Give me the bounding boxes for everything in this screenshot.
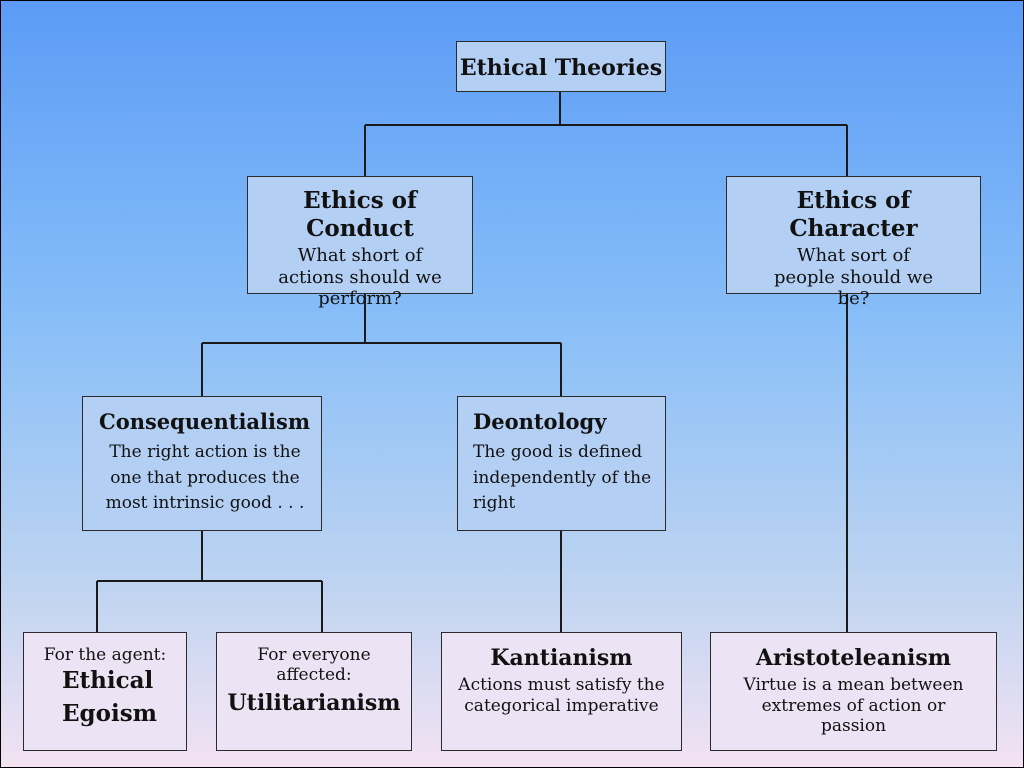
ethics-of-conduct-title: Ethics of Conduct <box>303 187 417 242</box>
connector-root <box>364 92 848 176</box>
deontology-node: Deontology The good is defined independe… <box>457 396 666 531</box>
ethics-of-character-node: Ethics of Character What sort of people … <box>726 176 981 309</box>
aristoteleanism-desc: Virtue is a mean between extremes of act… <box>743 675 964 737</box>
ethics-of-conduct-desc: What short of actions should we perform? <box>278 245 442 310</box>
aristoteleanism-title: Aristoteleanism <box>755 645 952 671</box>
root-title: Ethical Theories <box>459 55 663 81</box>
kantianism-node: Kantianism Actions must satisfy the cate… <box>441 632 682 751</box>
ethics-of-character-title: Ethics of Character <box>789 187 918 242</box>
utilitarianism-title: Utilitarianism <box>227 689 401 716</box>
utilitarianism-node: For everyone affected: Utilitarianism <box>216 632 412 751</box>
consequentialism-desc: The right action is the one that produce… <box>105 442 305 514</box>
root-node: Ethical Theories <box>456 41 666 92</box>
deontology-desc: The good is defined independently of the… <box>473 442 652 514</box>
consequentialism-title: Consequentialism <box>99 409 311 434</box>
consequentialism-node: Consequentialism The right action is the… <box>82 396 322 531</box>
ethical-egoism-node: For the agent: Ethical Egoism <box>23 632 187 751</box>
kantianism-title: Kantianism <box>490 645 633 671</box>
ethics-of-conduct-node: Ethics of Conduct What short of actions … <box>247 176 473 309</box>
connector-conduct <box>201 293 562 396</box>
ethical-egoism-pre: For the agent: <box>43 645 167 665</box>
ethical-egoism-title: Ethical Egoism <box>62 667 157 727</box>
utilitarianism-pre: For everyone affected: <box>257 645 371 686</box>
kantianism-desc: Actions must satisfy the categorical imp… <box>458 675 665 716</box>
aristoteleanism-node: Aristoteleanism Virtue is a mean between… <box>710 632 997 751</box>
connector-consequentialism <box>96 530 323 632</box>
deontology-title: Deontology <box>473 409 607 434</box>
ethics-of-character-desc: What sort of people should we be? <box>774 245 933 310</box>
